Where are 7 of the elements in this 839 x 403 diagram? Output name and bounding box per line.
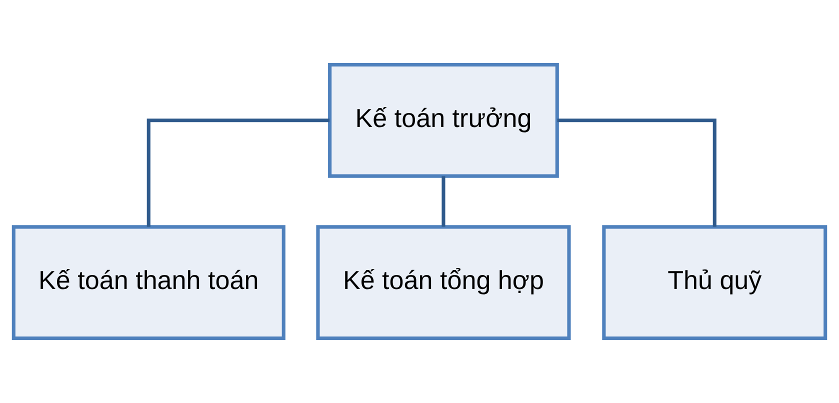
node-box: Thủ quỹ (602, 225, 828, 340)
connector (442, 176, 446, 227)
node-box: Kế toán trưởng (328, 62, 559, 178)
connector (146, 118, 330, 227)
node-box: Kế toán thanh toán (12, 225, 286, 340)
connector (557, 118, 716, 227)
node-box: Kế toán tổng hợp (316, 225, 571, 340)
